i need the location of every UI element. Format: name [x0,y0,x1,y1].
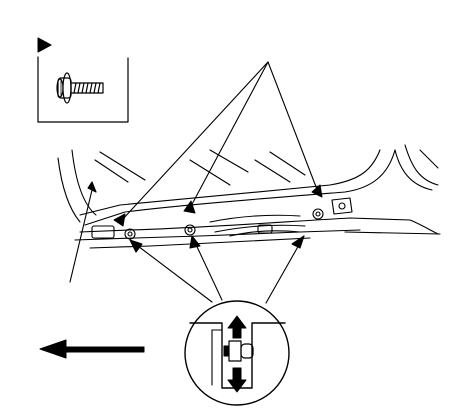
callout-arrowheads [113,184,323,227]
clip-slot-detail [184,300,290,406]
detail-leaders [129,235,305,304]
callout-arrowhead-center [183,200,196,214]
down-arrow-icon [227,367,247,393]
clip-boss-center [184,224,196,236]
up-arrow-icon [227,315,247,339]
vehicle-door-sill [57,144,441,283]
fastener-inset [37,56,129,123]
forward-arrow-icon [39,339,145,359]
inset-frame [37,56,129,123]
clip-boss-left [124,228,136,240]
callout-arrowhead-left [113,213,126,227]
pointer-triangle-icon [37,37,52,53]
callout-leaders [121,61,319,221]
clip-boss-right [312,208,324,220]
flange-bolt-icon [56,72,104,104]
